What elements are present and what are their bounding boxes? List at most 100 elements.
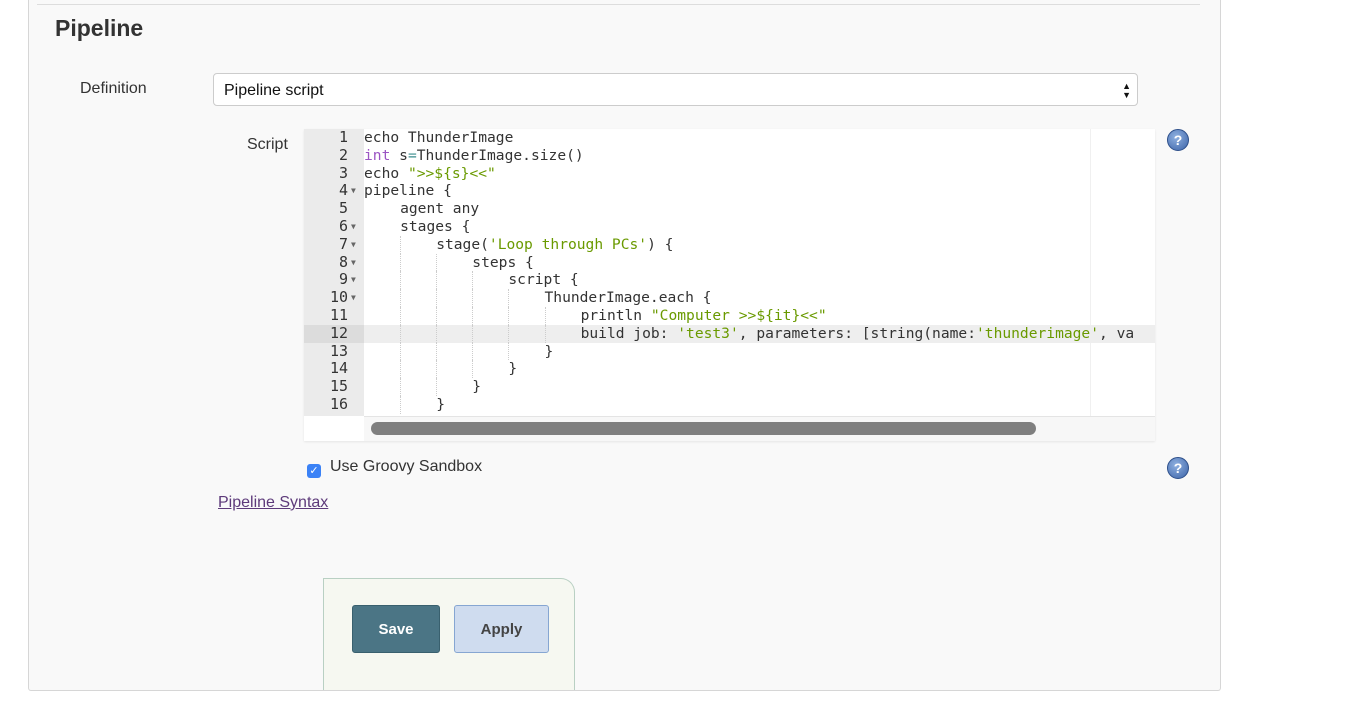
fold-arrow-icon[interactable]: ▼ <box>351 257 356 267</box>
code-line: 16} <box>304 395 1155 414</box>
code-text: println "Computer >>${it}<<" <box>581 307 827 325</box>
indent-guide <box>436 271 438 290</box>
pipeline-syntax-link[interactable]: Pipeline Syntax <box>218 494 329 511</box>
code-token: } <box>508 360 518 378</box>
scrollbar-thumb[interactable] <box>371 422 1036 435</box>
code-token: } <box>436 396 445 413</box>
select-arrows-icon: ▲▼ <box>1122 81 1131 100</box>
indent-guide <box>436 342 438 361</box>
code-line: 6▼stages { <box>304 217 1155 236</box>
code-token: ThunderImage.size() <box>416 146 584 164</box>
code-token: println <box>580 307 651 324</box>
code-token: s <box>390 146 408 164</box>
definition-select[interactable]: Pipeline script ▲▼ <box>213 73 1138 106</box>
code-line: 7▼ stage('Loop through PCs') { <box>304 234 1155 254</box>
code-line: 12 build job: 'test3', parameters: [strin… <box>304 323 1155 343</box>
save-button[interactable]: Save <box>352 605 440 653</box>
code-line: 8▼ steps { <box>304 252 1155 272</box>
code-line: 13} <box>304 342 1155 361</box>
code-line: 11 println "Computer >>${it}<<" <box>304 306 1155 325</box>
code-text: agent any <box>400 200 479 218</box>
fold-arrow-icon[interactable]: ▼ <box>351 293 356 303</box>
groovy-sandbox-label: Use Groovy Sandbox <box>330 458 483 475</box>
line-number-gutter <box>304 129 364 416</box>
code-token: steps { <box>472 253 534 271</box>
definition-value: Pipeline script <box>224 82 324 99</box>
code-line: 4▼ pipeline { <box>304 182 1155 200</box>
indent-guide <box>400 324 402 343</box>
code-token: ">>${s}<<" <box>407 164 496 182</box>
code-text: } <box>508 360 517 378</box>
line-number: 4 <box>338 181 348 200</box>
code-token: int <box>364 146 391 164</box>
section-title: Pipeline <box>55 15 144 41</box>
fold-arrow-icon[interactable]: ▼ <box>351 275 356 285</box>
code-token: ) { <box>647 235 674 253</box>
divider <box>37 4 1200 5</box>
fold-arrow-icon[interactable]: ▼ <box>351 222 356 231</box>
code-line: 15} <box>304 377 1155 396</box>
line-number: 8 <box>338 252 348 271</box>
code-token: echo <box>364 164 408 182</box>
sandbox-help-icon[interactable]: ? <box>1167 457 1189 479</box>
print-margin <box>1090 129 1091 416</box>
code-text: echo ThunderImage <box>364 129 513 147</box>
code-text: script { <box>508 271 578 289</box>
code-text: echo ">>${s}<<" <box>364 165 496 183</box>
groovy-sandbox-checkbox[interactable]: ✓ <box>307 464 321 478</box>
code-line: 10▼ ThunderImage.each { <box>304 288 1155 307</box>
line-number: 10 <box>329 288 348 307</box>
indent-guide <box>400 342 402 361</box>
indent-guide <box>544 307 546 325</box>
definition-label: Definition <box>80 80 147 97</box>
code-token: } <box>472 378 482 396</box>
code-text: } <box>436 396 445 414</box>
code-line: 9▼ script { <box>304 270 1155 290</box>
fold-arrow-icon[interactable]: ▼ <box>351 186 356 196</box>
indent-guide <box>400 235 402 254</box>
apply-button[interactable]: Apply <box>454 605 549 653</box>
code-text: pipeline { <box>364 182 452 200</box>
code-text: stage('Loop through PCs') { <box>436 236 673 254</box>
code-line: 14} <box>304 360 1155 379</box>
code-token: agent any <box>400 200 480 218</box>
indent-guide <box>400 360 402 379</box>
code-text: } <box>472 378 481 396</box>
indent-guide <box>472 307 474 325</box>
script-label: Script <box>247 136 288 153</box>
indent-guide <box>436 307 438 325</box>
code-text: build job: 'test3', parameters: [string(… <box>581 325 1135 343</box>
code-token: 'Loop through PCs' <box>488 235 648 253</box>
code-token: , va <box>1099 324 1135 342</box>
indent-guide <box>400 271 402 290</box>
script-help-icon[interactable]: ? <box>1167 129 1189 151</box>
code-text: steps { <box>472 254 534 272</box>
line-number: 12 <box>329 323 348 342</box>
indent-guide <box>400 307 402 325</box>
line-number: 16 <box>329 395 348 413</box>
code-token: , parameters: [string(name: <box>738 324 976 342</box>
fold-arrow-icon[interactable]: ▼ <box>351 239 356 249</box>
indent-guide <box>472 324 474 343</box>
indent-guide <box>508 342 510 361</box>
line-number: 9 <box>338 270 348 289</box>
code-token: script { <box>508 271 579 289</box>
code-token: } <box>544 342 554 360</box>
indent-guide <box>400 378 402 396</box>
code-token: = <box>407 146 417 164</box>
horizontal-scrollbar[interactable] <box>364 416 1155 441</box>
button-bar: Save Apply <box>323 578 575 690</box>
code-token: build job: <box>580 324 678 342</box>
line-number: 11 <box>329 306 348 324</box>
line-number: 7 <box>338 234 348 253</box>
code-token: echo ThunderImage <box>364 129 514 146</box>
code-token: "Computer >>${it}<<" <box>650 307 827 324</box>
indent-guide <box>436 324 438 343</box>
pipeline-section: Pipeline Definition Pipeline script ▲▼ S… <box>28 0 1221 691</box>
code-text: ThunderImage.each { <box>545 289 712 307</box>
